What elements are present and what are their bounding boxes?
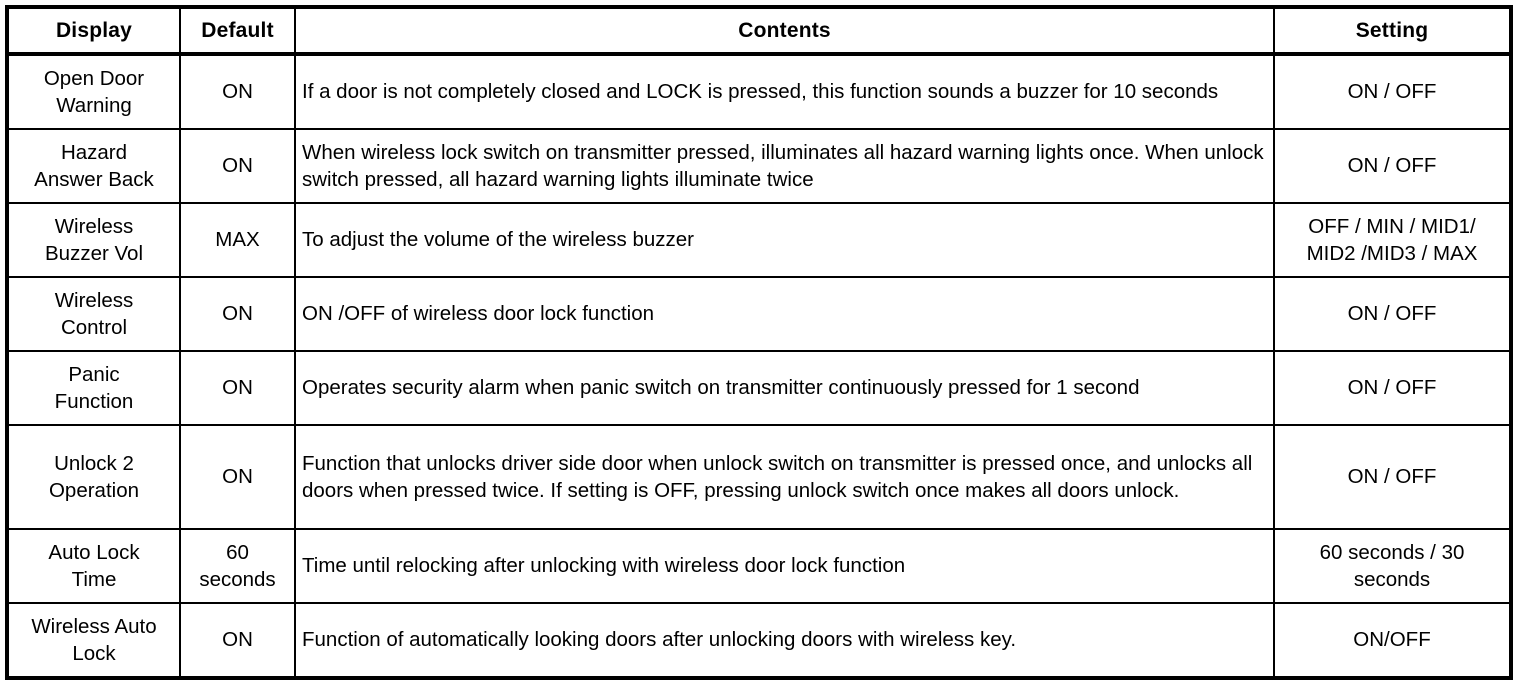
table-row: Hazard Answer Back ON When wireless lock… <box>6 128 1512 204</box>
display-line-2: Warning <box>56 94 132 117</box>
cell-contents: ON /OFF of wireless door lock function <box>294 276 1275 352</box>
cell-contents: If a door is not completely closed and L… <box>294 53 1275 130</box>
setting-line-1: ON / OFF <box>1347 302 1437 326</box>
default-line-2: seconds <box>199 568 276 591</box>
display-line-1: Panic <box>68 362 120 386</box>
display-line-1: Hazard <box>60 140 128 164</box>
cell-display: Wireless Buzzer Vol <box>6 202 181 278</box>
column-header-contents: Contents <box>294 6 1275 56</box>
cell-display: Open Door Warning <box>6 53 181 130</box>
setting-line-1: ON / OFF <box>1347 465 1437 489</box>
setting-line-2: seconds <box>1353 568 1431 591</box>
setting-line-1: OFF / MIN / MID1/ <box>1308 214 1476 238</box>
display-line-2: Operation <box>48 479 140 502</box>
cell-contents: Function that unlocks driver side door w… <box>294 424 1275 530</box>
cell-default: ON <box>179 53 296 130</box>
cell-setting: 60 seconds / 30 seconds <box>1273 528 1512 604</box>
table-row: Unlock 2 Operation ON Function that unlo… <box>6 424 1512 530</box>
cell-display: Wireless Control <box>6 276 181 352</box>
column-header-default: Default <box>179 6 296 56</box>
cell-default: 60 seconds <box>179 528 296 604</box>
cell-default: ON <box>179 128 296 204</box>
display-line-1: Wireless Auto <box>31 614 157 638</box>
display-line-2: Buzzer Vol <box>45 242 143 265</box>
cell-display: Auto Lock Time <box>6 528 181 604</box>
wireless-settings-table: Display Default Contents Setting Open Do… <box>5 5 1513 680</box>
cell-default: MAX <box>179 202 296 278</box>
table-row: Auto Lock Time 60 seconds Time until rel… <box>6 528 1512 604</box>
cell-default: ON <box>179 276 296 352</box>
table-header-row: Display Default Contents Setting <box>6 6 1512 56</box>
setting-line-1: 60 seconds / 30 <box>1319 540 1465 564</box>
cell-setting: ON/OFF <box>1273 602 1512 680</box>
display-line-1: Wireless <box>54 288 134 312</box>
display-line-1: Auto Lock <box>48 540 140 564</box>
cell-setting: ON / OFF <box>1273 128 1512 204</box>
display-line-1: Unlock 2 <box>54 451 134 475</box>
cell-contents: To adjust the volume of the wireless buz… <box>294 202 1275 278</box>
spec-table-container: Display Default Contents Setting Open Do… <box>5 5 1513 680</box>
cell-setting: ON / OFF <box>1273 350 1512 426</box>
display-line-1: Wireless <box>54 214 134 238</box>
cell-contents: When wireless lock switch on transmitter… <box>294 128 1275 204</box>
setting-line-2: MID2 /MID3 / MAX <box>1306 242 1478 265</box>
display-line-2: Lock <box>72 642 116 665</box>
cell-setting: ON / OFF <box>1273 53 1512 130</box>
cell-default: ON <box>179 350 296 426</box>
display-line-2: Time <box>71 568 117 591</box>
display-line-1: Open Door <box>43 66 145 90</box>
cell-setting: ON / OFF <box>1273 276 1512 352</box>
cell-display: Wireless Auto Lock <box>6 602 181 680</box>
table-row: Wireless Control ON ON /OFF of wireless … <box>6 276 1512 352</box>
column-header-setting: Setting <box>1273 6 1512 56</box>
cell-default: ON <box>179 424 296 530</box>
cell-display: Unlock 2 Operation <box>6 424 181 530</box>
cell-default: ON <box>179 602 296 680</box>
display-line-2: Control <box>60 316 128 339</box>
table-row: Panic Function ON Operates security alar… <box>6 350 1512 426</box>
display-line-2: Answer Back <box>34 168 154 191</box>
cell-contents: Operates security alarm when panic switc… <box>294 350 1275 426</box>
cell-contents: Time until relocking after unlocking wit… <box>294 528 1275 604</box>
table-row: Open Door Warning ON If a door is not co… <box>6 53 1512 130</box>
cell-display: Hazard Answer Back <box>6 128 181 204</box>
setting-line-1: ON/OFF <box>1353 628 1431 652</box>
display-line-2: Function <box>54 390 134 413</box>
table-row: Wireless Buzzer Vol MAX To adjust the vo… <box>6 202 1512 278</box>
setting-line-1: ON / OFF <box>1347 376 1437 400</box>
cell-contents: Function of automatically looking doors … <box>294 602 1275 680</box>
table-row: Wireless Auto Lock ON Function of automa… <box>6 602 1512 680</box>
cell-display: Panic Function <box>6 350 181 426</box>
cell-setting: ON / OFF <box>1273 424 1512 530</box>
setting-line-1: ON / OFF <box>1347 80 1437 104</box>
setting-line-1: ON / OFF <box>1347 154 1437 178</box>
default-line-1: 60 <box>226 540 249 564</box>
cell-setting: OFF / MIN / MID1/ MID2 /MID3 / MAX <box>1273 202 1512 278</box>
column-header-display: Display <box>6 6 181 56</box>
